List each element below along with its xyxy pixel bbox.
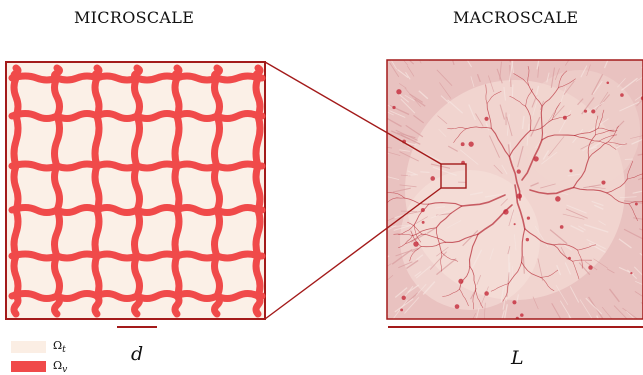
tissue-dot: [527, 216, 530, 219]
tissue-dot: [514, 223, 516, 225]
tissue-dot: [484, 117, 488, 121]
legend-swatch-tissue: [11, 341, 46, 353]
tissue-dot: [635, 203, 638, 206]
tissue-fiber: [408, 175, 417, 176]
tissue-fiber: [506, 40, 511, 62]
tissue-dot: [563, 116, 567, 120]
tissue-fiber: [630, 49, 638, 60]
tissue-dot: [512, 300, 516, 304]
capillary-vertical: [256, 68, 260, 314]
tissue-dot: [569, 169, 572, 172]
tissue-dot: [517, 169, 521, 173]
tissue-dot: [601, 180, 605, 184]
tissue-dot: [422, 221, 425, 224]
tissue-dot: [533, 156, 538, 161]
tissue-fiber: [450, 51, 456, 60]
tissue-dot: [468, 142, 473, 147]
tissue-fiber: [420, 172, 429, 173]
tissue-dot: [588, 265, 592, 269]
tissue-dot: [526, 238, 529, 241]
tissue-dot: [606, 81, 609, 84]
tissue-dot: [400, 308, 403, 311]
d-label: d: [131, 343, 143, 365]
tissue-dot: [484, 291, 489, 296]
L-label: L: [511, 347, 524, 369]
tissue-dot: [455, 304, 460, 309]
tissue-dot: [591, 109, 595, 113]
tissue-dot: [560, 225, 564, 229]
tissue-dot: [517, 193, 522, 198]
tissue-fiber: [419, 37, 429, 61]
tissue-dot: [458, 279, 463, 284]
tissue-dot: [402, 296, 406, 300]
tissue-dot: [584, 110, 587, 113]
tissue-dot: [396, 89, 401, 94]
legend-swatch-vessel: [11, 361, 46, 372]
tissue-dot: [520, 313, 524, 317]
capillary-vertical: [95, 68, 99, 314]
tissue-dot: [503, 209, 509, 215]
tissue-dot: [430, 176, 435, 181]
legend-label-tissue: Ωt: [53, 339, 66, 355]
tissue-dot: [413, 241, 418, 246]
capillary-vertical: [14, 68, 18, 314]
tissue-dot: [421, 208, 425, 212]
tissue-dot: [555, 196, 561, 202]
tissue-dot: [630, 272, 632, 274]
tissue-fiber: [512, 85, 513, 98]
capillary-vertical: [175, 68, 179, 314]
tissue-dot: [461, 142, 465, 146]
tissue-dot: [620, 93, 624, 97]
tissue-dot: [392, 106, 395, 109]
tissue-dot: [568, 257, 571, 260]
legend-label-vessel: Ωv: [53, 359, 67, 375]
